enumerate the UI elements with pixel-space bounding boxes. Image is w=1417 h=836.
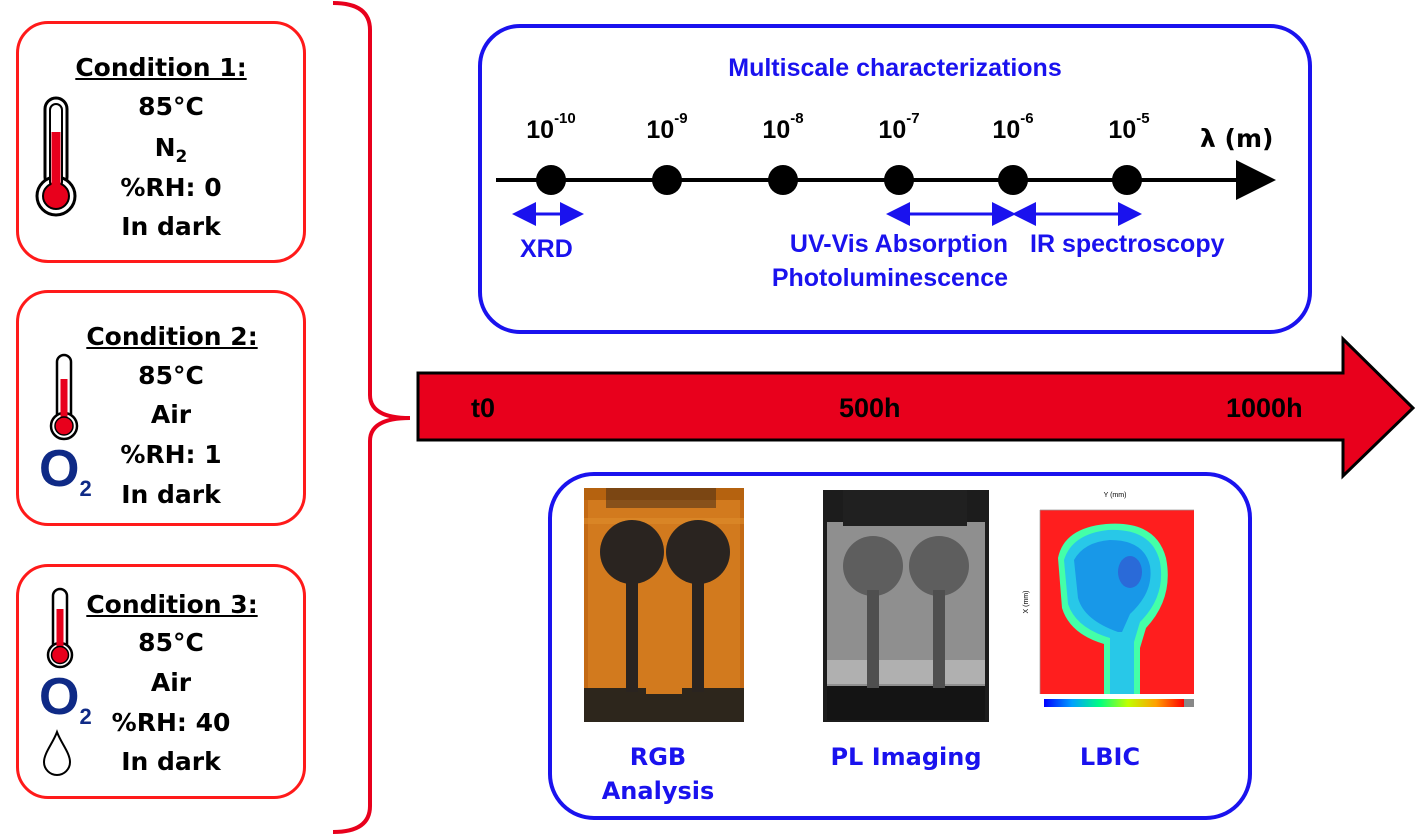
o2-icon: O2 (39, 443, 92, 505)
technique-uvvis: UV-Vis Absorption (789, 230, 1008, 258)
condition-3-rh: %RH: 40 (111, 708, 231, 737)
lbic-map-image: Y (mm) X (mm) (1023, 492, 1194, 707)
bracket-icon (332, 1, 411, 834)
technique-xrd: XRD (520, 235, 573, 263)
tick-label: 10-10 (526, 110, 576, 144)
thermometer-icon (46, 587, 74, 669)
tick-dot (536, 165, 566, 195)
tick-label: 10-6 (992, 110, 1034, 144)
o2-letter: O (39, 668, 80, 726)
technique-ir: IR spectroscopy (1030, 230, 1225, 258)
thermometer-icon (35, 96, 77, 217)
tick-dot (768, 165, 798, 195)
tick-label: 10-8 (762, 110, 804, 144)
condition-3-title: Condition 3: (86, 590, 258, 619)
label-lbic: LBIC (1079, 743, 1141, 771)
lbic-left-axis-label: X (mm) (1023, 591, 1030, 614)
condition-1-light: In dark (121, 212, 221, 241)
condition-1-atmosphere: N2 (19, 128, 303, 177)
condition-1-temp: 85°C (138, 92, 204, 121)
wavelength-axis (496, 160, 1276, 226)
tick-label: 10-9 (646, 110, 688, 144)
tick-dot (998, 165, 1028, 195)
label-pl-imaging: PL Imaging (830, 743, 982, 771)
label-rgb-analysis: RGB Analysis (588, 740, 728, 808)
water-drop-icon (42, 729, 72, 776)
tick-label: 10-5 (1108, 110, 1150, 144)
timeline-t0: t0 (471, 393, 496, 423)
rgb-sample-image (584, 488, 744, 722)
tick-dot (884, 165, 914, 195)
timeline-1000h: 1000h (1226, 393, 1303, 423)
tick-dot (1112, 165, 1142, 195)
condition-1-box: Condition 1: 85°C N2 %RH: 0 In dark (16, 21, 306, 263)
condition-1-atmosphere-main: N (154, 133, 176, 162)
condition-3-light: In dark (121, 747, 221, 776)
axis-unit-label: λ (m) (1200, 124, 1274, 153)
pl-sample-image (823, 490, 989, 722)
o2-icon: O2 (39, 671, 92, 733)
condition-2-temp: 85°C (138, 361, 204, 390)
condition-2-box: Condition 2: 85°C Air %RH: 1 In dark O2 (16, 290, 306, 526)
lbic-top-axis-label: Y (mm) (1104, 492, 1127, 499)
condition-2-atmosphere: Air (150, 400, 192, 429)
technique-pl: Photoluminescence (771, 264, 1008, 292)
o2-sub: 2 (79, 704, 92, 729)
condition-1-rh: %RH: 0 (120, 173, 222, 202)
timeline-500h: 500h (839, 393, 901, 423)
condition-3-box: Condition 3: 85°C Air %RH: 40 In dark O2 (16, 564, 306, 799)
tick-label: 10-7 (878, 110, 920, 144)
condition-2-title: Condition 2: (86, 322, 258, 351)
label-rgb-text: RGB Analysis (601, 743, 715, 805)
condition-3-atmosphere: Air (150, 668, 192, 697)
timeline-arrow (416, 335, 1416, 480)
condition-2-light: In dark (121, 480, 221, 509)
multiscale-title: Multiscale characterizations (728, 54, 1062, 82)
condition-1-atmosphere-sub: 2 (175, 147, 188, 167)
tick-dot (652, 165, 682, 195)
condition-2-rh: %RH: 1 (120, 440, 222, 469)
condition-1-title: Condition 1: (75, 53, 247, 82)
o2-letter: O (39, 440, 80, 498)
o2-sub: 2 (79, 476, 92, 501)
condition-3-temp: 85°C (138, 628, 204, 657)
thermometer-icon (49, 353, 79, 441)
